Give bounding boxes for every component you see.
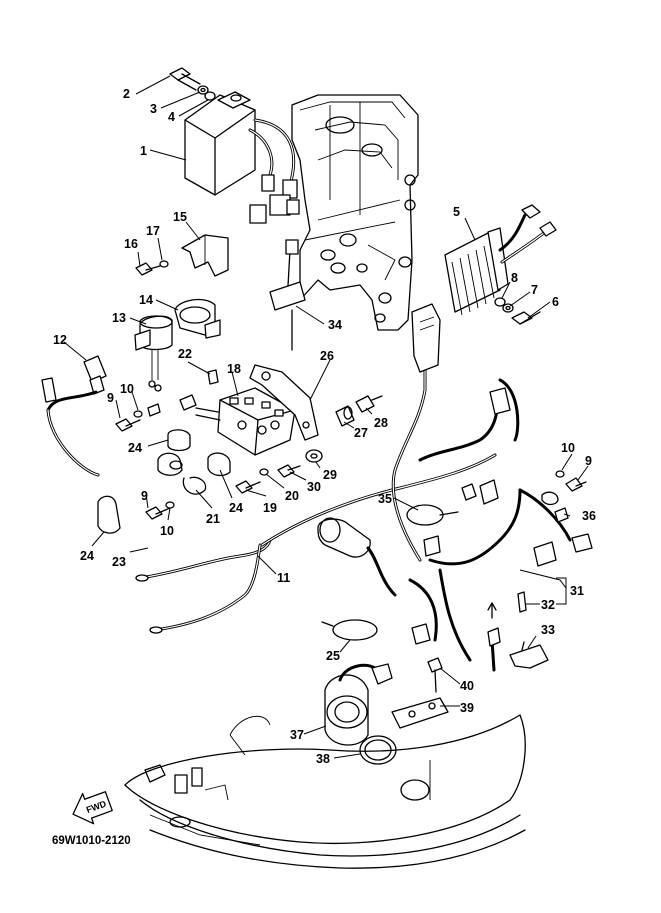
cdi-unit-part-1 [184,91,300,224]
fwd-arrow-icon: FWD [72,791,113,825]
callout-3: 3 [150,102,157,116]
callout-40: 40 [460,679,474,693]
washer-part-10-left [133,410,143,418]
clamp-part-21 [182,476,207,495]
plug-cap-part-12 [41,355,107,477]
callout-labels: 1 2 3 4 5 6 7 8 9 10 11 12 13 14 15 16 1… [53,87,596,766]
screw-part-19 [235,480,261,494]
callout-26: 26 [320,349,334,363]
fuse-cap-part-24-b [207,452,231,477]
callout-33: 33 [541,623,555,637]
bolt-part-6 [511,311,541,325]
washer-part-29 [305,449,323,463]
callout-9-c: 9 [585,454,592,468]
callout-12: 12 [53,333,67,347]
callout-4: 4 [168,110,175,124]
bottom-cowling [124,714,526,869]
bracket-part-33 [509,641,549,669]
callout-24: 24 [128,441,142,455]
fuse-part-22 [207,369,219,385]
screw-part-9-right [565,477,587,492]
engine-bracket-frame [291,94,419,331]
callout-21: 21 [206,512,220,526]
junction-block-part-18 [179,387,296,456]
diagram-caption: 69W1010-2120 [52,835,131,847]
callout-34: 34 [328,318,342,332]
plate-part-26 [249,364,319,441]
bracket-31 [556,577,567,605]
callout-28: 28 [374,416,388,430]
bolt-part-40 [427,657,443,693]
terminal-part-32 [517,591,527,613]
callout-25: 25 [326,649,340,663]
callout-10: 10 [120,382,134,396]
callout-29: 29 [323,468,337,482]
callout-13: 13 [112,311,126,325]
clip-part-14 [174,298,221,339]
callout-11: 11 [277,571,290,585]
callout-24-c: 24 [80,549,94,563]
starter-relay-part-13 [134,315,173,392]
callout-9: 9 [107,391,114,405]
callout-8: 8 [511,271,518,285]
screw-part-30 [277,464,301,478]
callout-1: 1 [140,144,147,158]
connector-part-36 [554,507,569,523]
washer-part-3 [197,85,209,95]
screw-part-9-left [115,418,141,432]
callout-10-b: 10 [160,524,174,538]
cable-tie-part-25 [321,619,378,641]
callout-6: 6 [552,295,559,309]
callout-14: 14 [139,293,153,307]
callout-32: 32 [541,598,555,612]
washer-part-4 [204,91,216,101]
callout-19: 19 [263,501,277,515]
bolt-part-28 [355,395,383,413]
bolt-part-2 [169,67,201,91]
callout-24-b: 24 [229,501,243,515]
main-connector [317,517,397,597]
terminal-left [147,403,161,417]
wire-harness-part-31 [391,303,593,672]
callout-7: 7 [531,283,538,297]
washer-part-10-right [555,470,565,478]
cable-tie-part-35 [406,504,459,526]
washer-part-8 [494,297,506,307]
callout-9-b: 9 [141,489,148,503]
callout-20: 20 [285,489,299,503]
callout-27: 27 [354,426,368,440]
callout-17: 17 [146,224,160,238]
callout-2: 2 [123,87,130,101]
clip-part-34 [269,239,306,351]
washer-part-20 [259,468,269,476]
callout-30: 30 [307,480,321,494]
callout-5: 5 [453,205,460,219]
battery-cable-part-11 [135,453,497,634]
fuse-cap-part-24 [157,429,191,476]
fuse-cap-part-24-c [97,495,121,534]
grommet-part-37 [324,663,393,746]
grommet-part-27 [335,405,355,427]
rectifier-regulator-part-5 [444,204,557,316]
callout-35: 35 [378,492,392,506]
bracket-part-39 [391,697,449,729]
callout-15: 15 [173,210,187,224]
callout-16: 16 [124,237,138,251]
callout-36: 36 [582,509,596,523]
callout-37: 37 [290,728,304,742]
callout-23: 23 [112,555,126,569]
screw-part-9-lower [145,506,171,520]
callout-18: 18 [227,362,241,376]
washer-part-10-lower [165,501,175,509]
callout-10-c: 10 [561,441,575,455]
washer-part-17 [159,260,169,268]
leader-lines [63,75,589,759]
callout-31: 31 [570,584,584,598]
callout-39: 39 [460,701,474,715]
bracket-part-15 [181,234,229,277]
callout-22: 22 [178,347,192,361]
callout-38: 38 [316,752,330,766]
